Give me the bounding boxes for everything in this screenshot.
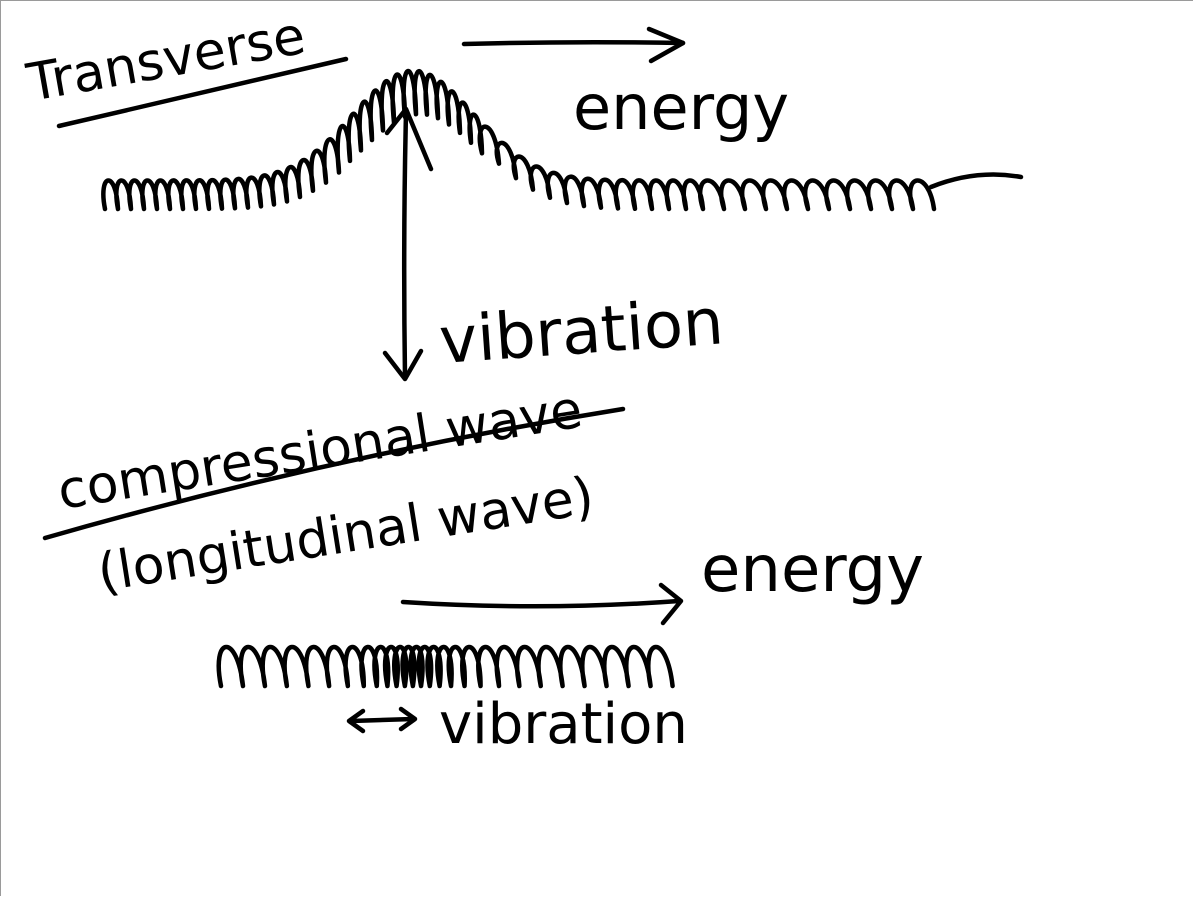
vibration-label-longitudinal: vibration [439, 692, 688, 757]
vibration-arrow-vertical [401, 110, 409, 380]
transverse-title: Transverse [22, 6, 310, 114]
energy-label-bottom: energy [701, 533, 924, 607]
vibration-arrowhead-up [384, 106, 434, 172]
vibration-label-transverse: vibration [437, 285, 726, 379]
longitudinal-spring-wave [216, 644, 675, 689]
transverse-title-underline [56, 56, 349, 129]
transverse-spring-tail [928, 172, 1024, 190]
energy-label-top: energy [573, 71, 789, 144]
energy-arrow-top [461, 39, 686, 47]
vibration-arrow-horizontal [348, 716, 416, 724]
vibration-arrowhead-left [346, 708, 366, 734]
compressional-title-line [42, 406, 626, 541]
transverse-spring-wave [101, 68, 937, 212]
vibration-arrowhead-right [398, 706, 418, 732]
energy-arrowhead-top [646, 26, 686, 64]
energy-arrow-bottom [400, 598, 682, 609]
vibration-arrowhead-down [382, 348, 424, 382]
energy-arrowhead-bottom [658, 582, 684, 626]
